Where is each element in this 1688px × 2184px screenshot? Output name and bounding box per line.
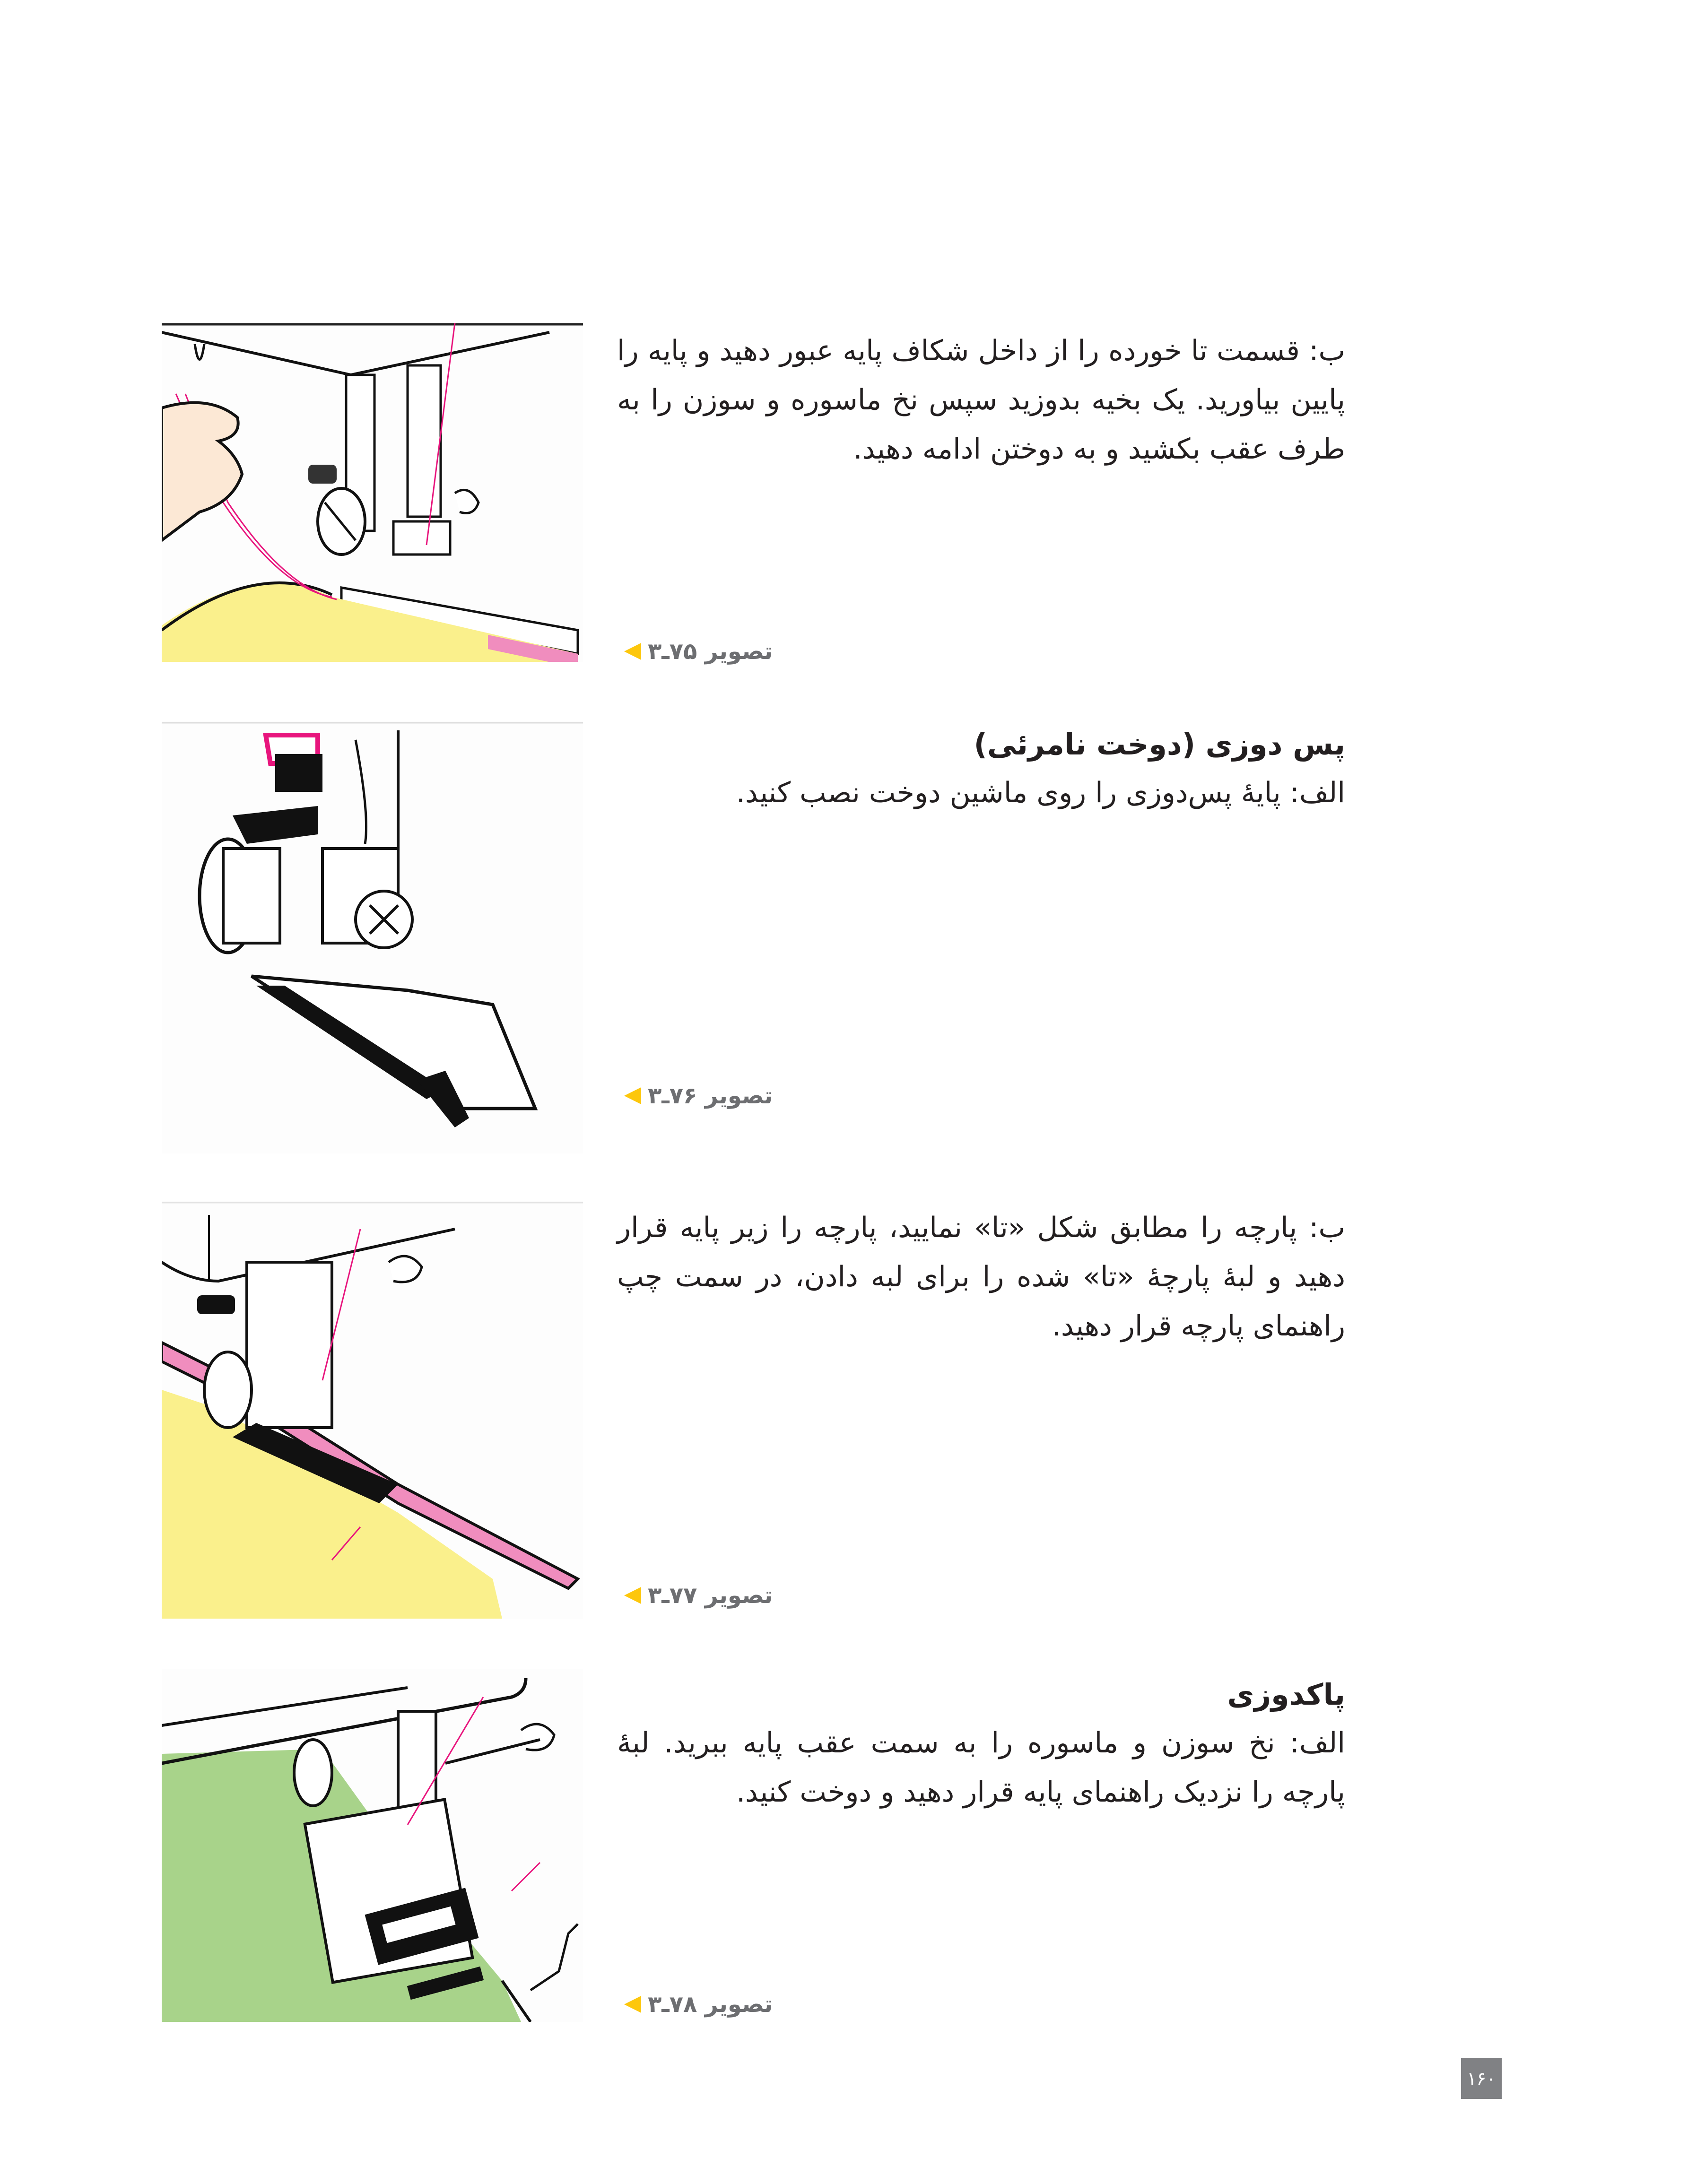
section-1-text: ب: قسمت تا خورده را از داخل شکاف پایه عب…: [617, 326, 1345, 474]
section-4-text: پاکدوزی الف: نخ سوزن و ماسوره را به سمت …: [617, 1671, 1345, 1817]
figure-caption: تصویر ۷۵ـ۳: [624, 635, 773, 668]
paragraph: ب: قسمت تا خورده را از داخل شکاف پایه عب…: [617, 334, 1345, 466]
section-heading: پاکدوزی: [1227, 1677, 1345, 1712]
figure-caption: تصویر ۷۶ـ۳: [624, 1079, 773, 1112]
figure-3-76: [162, 721, 583, 1153]
section-2-text: پس دوزی (دوخت نامرئی) الف: پایهٔ پس‌دوزی…: [617, 721, 1345, 817]
caption-text: تصویر ۷۶ـ۳: [648, 1083, 773, 1109]
figure-caption: تصویر ۷۸ـ۳: [624, 1988, 773, 2021]
triangle-left-icon: [624, 1087, 641, 1104]
blind-hem-fabric-illustration: [162, 1201, 583, 1619]
figure-3-77: [162, 1201, 583, 1619]
page-number: ۱۶۰: [1461, 2058, 1502, 2099]
figure-caption: تصویر ۷۷ـ۳: [624, 1579, 773, 1612]
figure-3-78: [162, 1669, 583, 2022]
figure-3-75: [162, 323, 583, 662]
caption-text: تصویر ۷۷ـ۳: [648, 1582, 773, 1609]
blind-hem-foot-illustration: [162, 721, 583, 1153]
sewing-machine-foot-illustration: [162, 323, 583, 662]
paragraph: الف: پایهٔ پس‌دوزی را روی ماشین دوخت نصب…: [736, 776, 1345, 809]
overcasting-foot-illustration: [162, 1669, 583, 2022]
triangle-left-icon: [624, 643, 641, 660]
paragraph: ب: پارچه را مطابق شکل «تا» نمایید، پارچه…: [617, 1211, 1345, 1343]
triangle-left-icon: [624, 1996, 641, 2013]
caption-text: تصویر ۷۸ـ۳: [648, 1991, 773, 2018]
triangle-left-icon: [624, 1587, 641, 1604]
section-3-text: ب: پارچه را مطابق شکل «تا» نمایید، پارچه…: [617, 1203, 1345, 1351]
section-heading: پس دوزی (دوخت نامرئی): [974, 727, 1345, 762]
caption-text: تصویر ۷۵ـ۳: [648, 638, 773, 665]
paragraph: الف: نخ سوزن و ماسوره را به سمت عقب پایه…: [617, 1726, 1345, 1809]
